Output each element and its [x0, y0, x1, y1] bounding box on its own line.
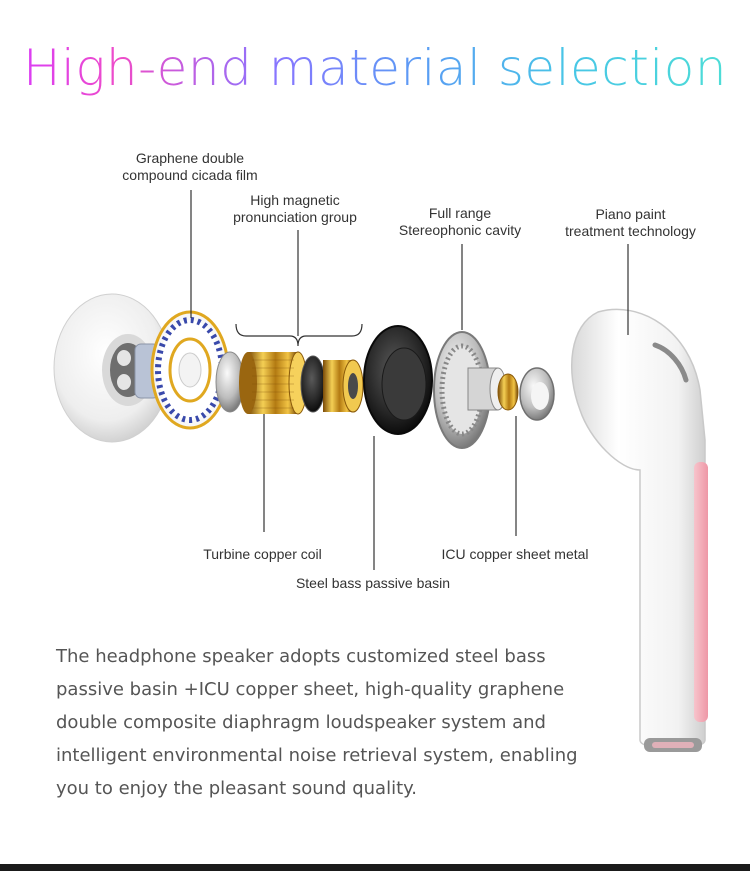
bottom-divider	[0, 864, 750, 871]
callout-magnetic-group: High magnetic pronunciation group	[220, 192, 370, 226]
icu-copper-sheet	[497, 367, 555, 421]
magnet-disc	[300, 355, 326, 413]
callout-turbine-coil: Turbine copper coil	[203, 546, 322, 562]
callout-fullrange-line1: Full range	[428, 205, 492, 221]
callout-magnetic-line1: High magnetic	[250, 192, 340, 208]
callout-magnetic-line2: pronunciation group	[233, 209, 357, 225]
callout-steel-basin: Steel bass passive basin	[295, 575, 451, 591]
stereophonic-cavity	[433, 331, 507, 449]
description-line-4: intelligent environmental noise retrieva…	[56, 745, 578, 766]
callout-piano-line2: treatment technology	[565, 223, 696, 239]
callout-graphene-line1: Graphene double	[135, 150, 245, 166]
graphene-film-disc	[150, 310, 230, 430]
gold-magnet-cylinder	[323, 359, 364, 413]
callout-piano-line1: Piano paint	[595, 206, 666, 222]
ear-cap	[53, 293, 171, 443]
description-line-5: you to enjoy the pleasant sound quality.	[56, 778, 417, 799]
callout-pointer-lines	[190, 190, 629, 570]
callout-piano-paint: Piano paint treatment technology	[553, 206, 708, 240]
steel-bass-basin	[363, 325, 433, 435]
description-line-2: passive basin +ICU copper sheet, high-qu…	[56, 679, 565, 700]
page-title: High-end material selection	[0, 38, 750, 98]
callout-fullrange-line2: Stereophonic cavity	[398, 222, 522, 238]
callout-graphene-film: Graphene double compound cicada film	[110, 150, 270, 184]
description-line-3: double composite diaphragm loudspeaker s…	[56, 712, 546, 733]
earphone-body	[570, 308, 708, 752]
turbine-copper-coil	[239, 351, 308, 415]
callout-graphene-line2: compound cicada film	[122, 167, 258, 183]
product-description: The headphone speaker adopts customized …	[56, 640, 586, 805]
callout-fullrange-cavity: Full range Stereophonic cavity	[390, 205, 530, 239]
description-line-1: The headphone speaker adopts customized …	[56, 646, 546, 667]
callout-icu-sheet: ICU copper sheet metal	[441, 546, 589, 562]
